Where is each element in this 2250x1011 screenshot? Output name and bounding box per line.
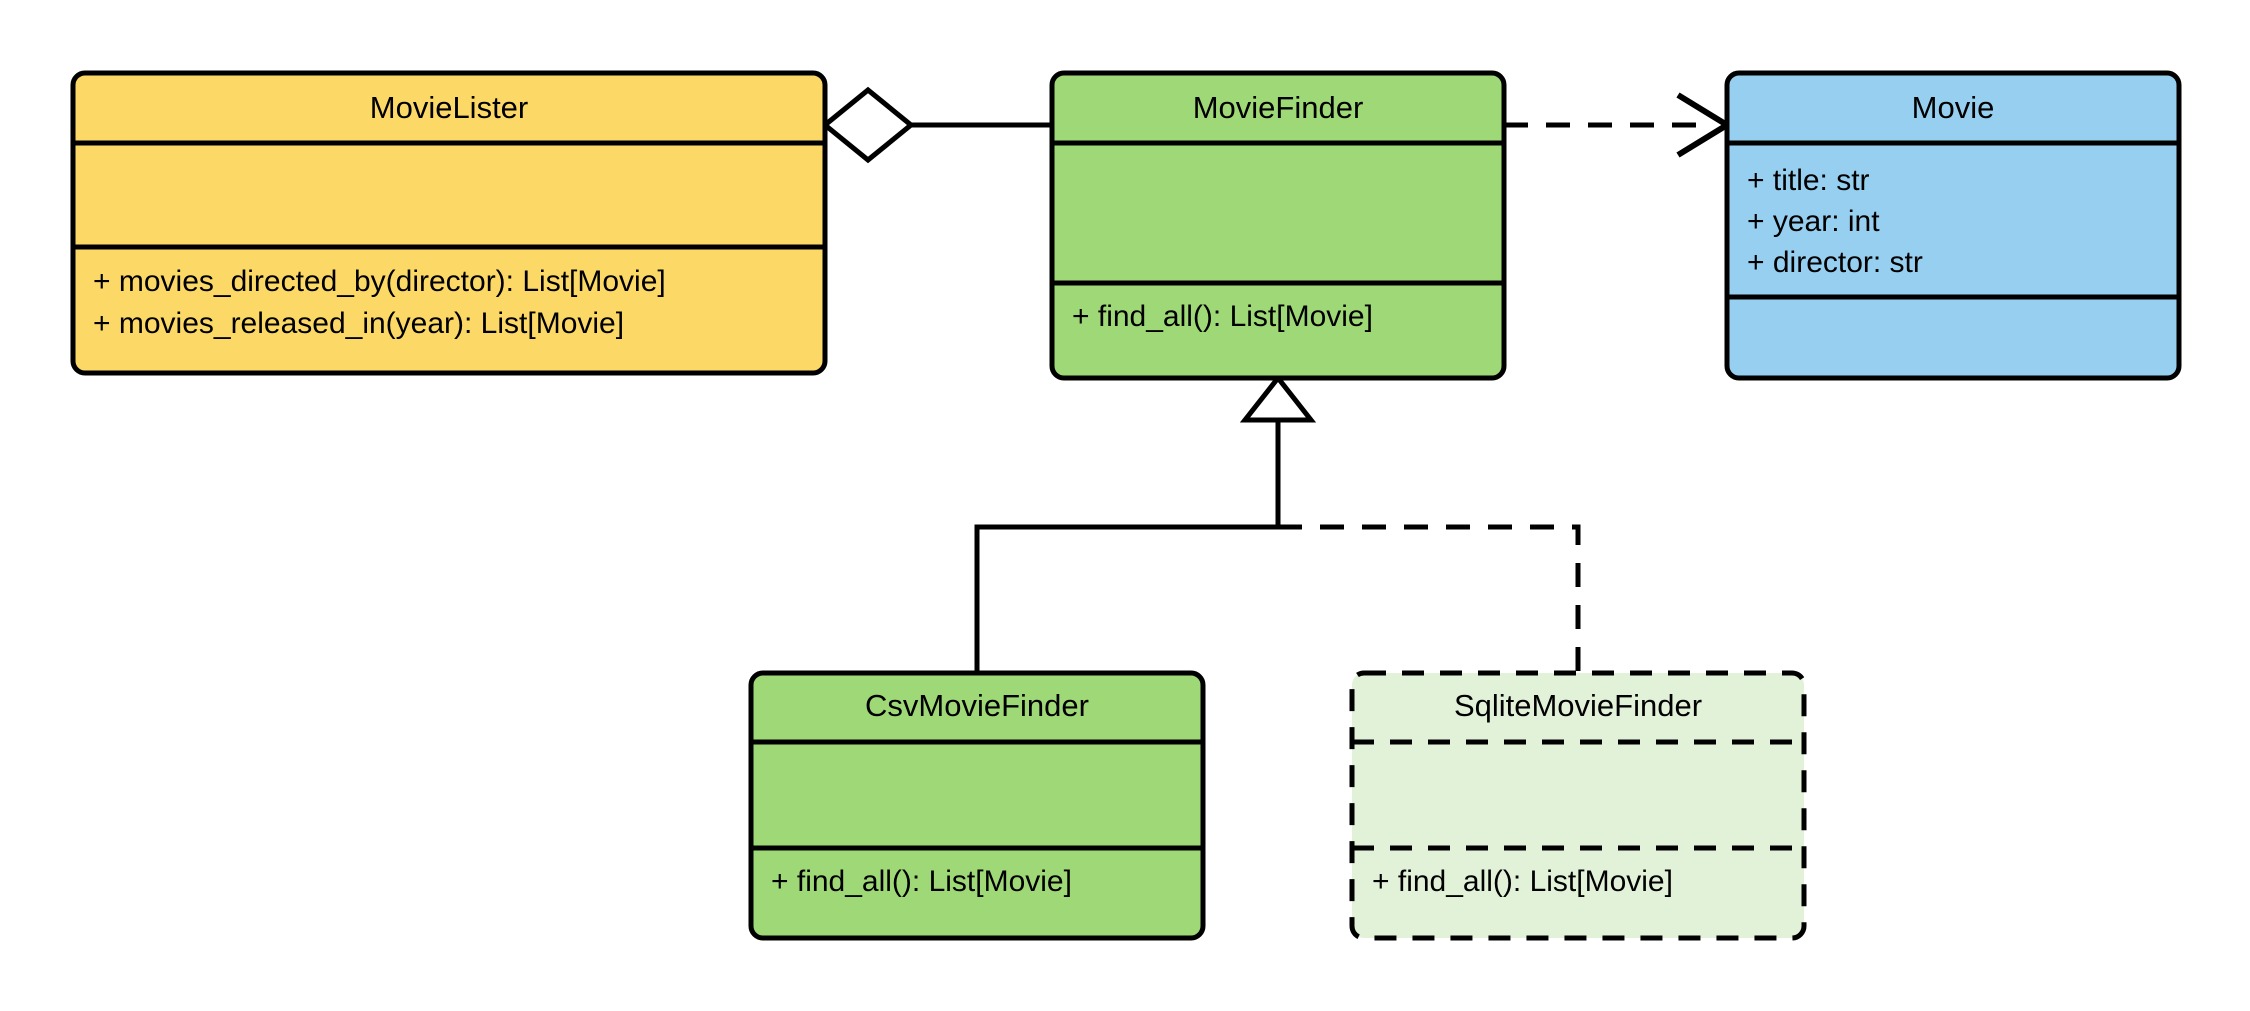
edge-generalization-sqlite[interactable] xyxy=(1278,524,1581,673)
movie-lister-body xyxy=(70,70,828,376)
class-box-movie-finder[interactable]: MovieFinder + find_all(): List[Movie] xyxy=(1049,70,1507,381)
movie-body xyxy=(1724,70,2182,381)
sqlite-movie-finder-body xyxy=(1349,670,1807,941)
generalization-sqlite-line xyxy=(1278,524,1581,673)
hollow-triangle-icon xyxy=(1239,373,1317,423)
hollow-diamond-icon xyxy=(821,86,915,164)
generalization-csv-line xyxy=(974,524,1278,673)
movie-title: Movie xyxy=(1912,90,1995,125)
movie-lister-method-2: + movies_released_in(year): List[Movie] xyxy=(93,307,624,340)
movie-finder-title: MovieFinder xyxy=(1193,90,1364,125)
movie-attribute-3: + director: str xyxy=(1747,246,1923,279)
csv-movie-finder-method-1: + find_all(): List[Movie] xyxy=(771,865,1072,898)
edge-generalization-trunk xyxy=(1239,373,1317,527)
csv-movie-finder-body xyxy=(748,670,1206,941)
class-box-sqlite-movie-finder[interactable]: SqliteMovieFinder + find_all(): List[Mov… xyxy=(1349,670,1807,941)
edge-aggregation-lister-finder[interactable] xyxy=(821,86,1052,164)
movie-attribute-2: + year: int xyxy=(1747,205,1880,238)
movie-finder-body xyxy=(1049,70,1507,381)
movie-lister-title: MovieLister xyxy=(370,90,529,125)
class-box-csv-movie-finder[interactable]: CsvMovieFinder + find_all(): List[Movie] xyxy=(748,670,1206,941)
csv-movie-finder-title: CsvMovieFinder xyxy=(865,688,1089,723)
movie-lister-method-1: + movies_directed_by(director): List[Mov… xyxy=(93,265,666,298)
movie-finder-method-1: + find_all(): List[Movie] xyxy=(1072,300,1373,333)
edge-dependency-finder-movie[interactable] xyxy=(1504,92,1733,158)
class-box-movie-lister[interactable]: MovieLister + movies_directed_by(directo… xyxy=(70,70,828,376)
sqlite-movie-finder-title: SqliteMovieFinder xyxy=(1454,688,1702,723)
movie-attribute-1: + title: str xyxy=(1747,164,1870,197)
sqlite-movie-finder-method-1: + find_all(): List[Movie] xyxy=(1372,865,1673,898)
relationship-layer: Movie --> xyxy=(821,86,1733,673)
edge-generalization-csv[interactable] xyxy=(974,524,1278,673)
class-box-movie[interactable]: Movie + title: str + year: int + directo… xyxy=(1724,70,2182,381)
